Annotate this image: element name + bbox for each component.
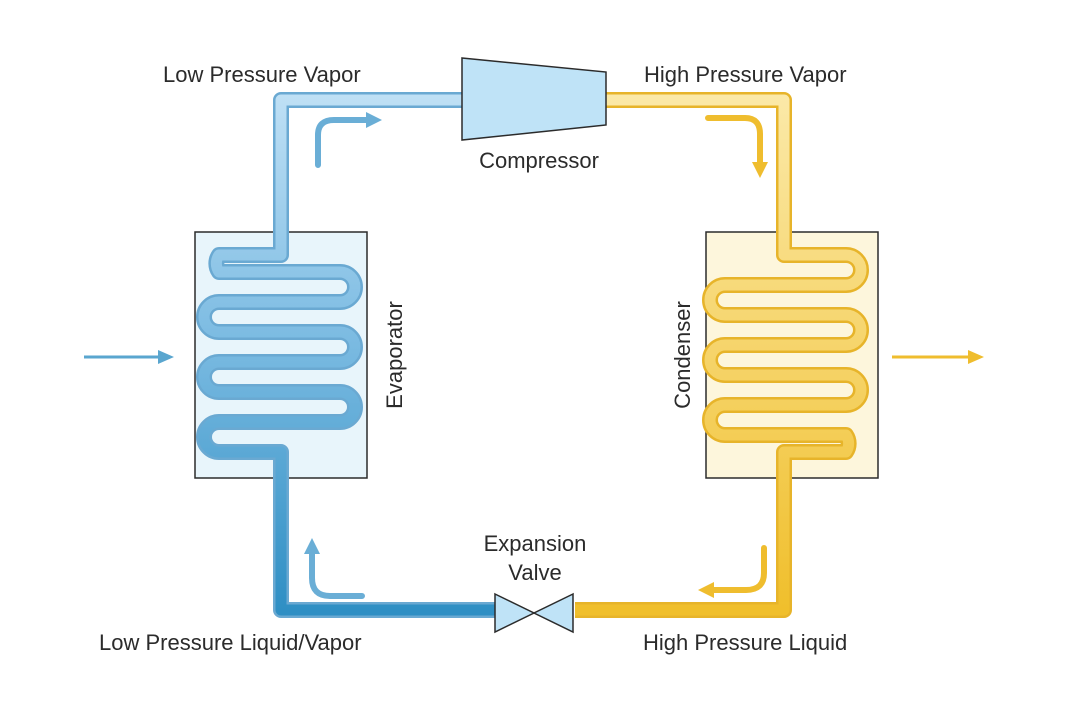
flow-arrow-evaporator-inlet [304,538,365,599]
expansion-valve-label-line2: Valve [508,560,561,585]
flow-arrow-condenser-outlet [698,545,767,598]
cold-refrigerant-pipe [196,92,500,618]
flow-arrow-up-evaporator-outlet [315,112,382,168]
high-pressure-vapor-label: High Pressure Vapor [644,62,847,87]
low-pressure-vapor-label: Low Pressure Vapor [163,62,361,87]
high-pressure-liquid-label: High Pressure Liquid [643,630,847,655]
hot-refrigerant-pipe [575,92,869,618]
low-pressure-liquid-vapor-label: Low Pressure Liquid/Vapor [99,630,362,655]
flow-arrow-down-condenser-inlet [705,115,768,178]
compressor-label: Compressor [479,148,599,173]
compressor-shape [461,57,607,141]
airflow-in-arrow-icon [84,350,174,364]
expansion-valve-label-line1: Expansion [484,531,587,556]
condenser-label: Condenser [670,301,695,409]
airflow-out-arrow-icon [892,350,984,364]
evaporator-label: Evaporator [382,301,407,409]
expansion-valve-shape [494,592,574,634]
